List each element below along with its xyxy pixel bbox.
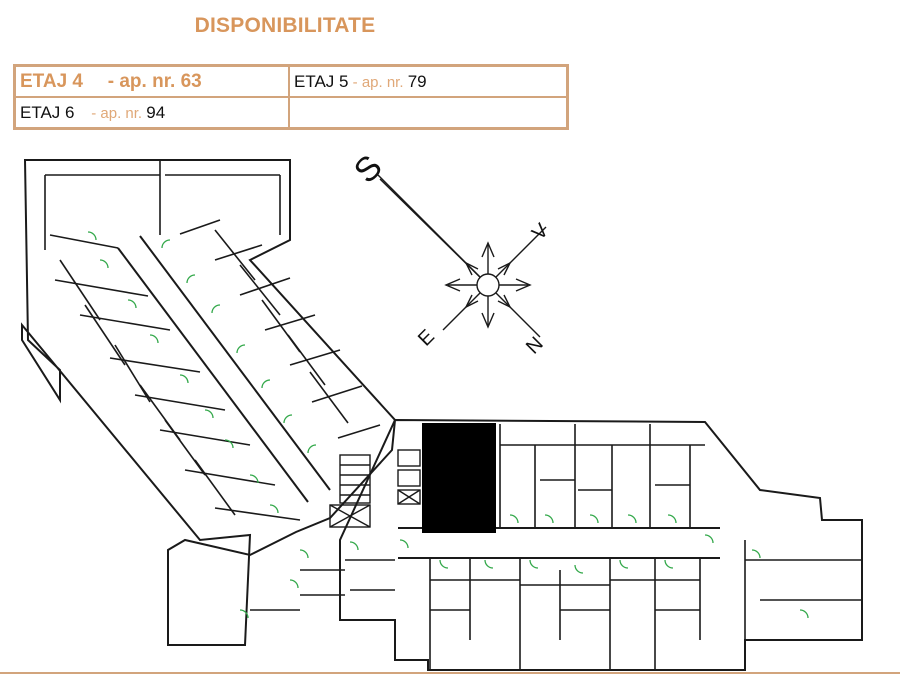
apartment-label: - ap. nr. 63 — [107, 70, 202, 92]
floor-label: ETAJ 5 — [294, 71, 349, 91]
door-swings — [87, 231, 809, 619]
compass-label-s: S — [347, 148, 390, 191]
floor-label: ETAJ 4 — [20, 70, 84, 92]
availability-cell-empty — [288, 96, 569, 130]
apartment-label: - ap. nr. — [348, 73, 408, 91]
apartment-label: - ap. nr. — [91, 104, 147, 122]
table-row: ETAJ 6 - ap. nr. 94 — [13, 96, 569, 130]
floor-label: ETAJ 6 — [20, 102, 75, 122]
availability-cell-etaj-4[interactable]: ETAJ 4 - ap. nr. 63 — [13, 64, 290, 98]
floor-plan-right-wing — [339, 418, 863, 671]
availability-cell-etaj-6[interactable]: ETAJ 6 - ap. nr. 94 — [13, 96, 290, 130]
apartment-number: 94 — [146, 102, 166, 122]
page-title: DISPONIBILITATE — [194, 14, 376, 37]
compass: S V E N — [347, 148, 554, 359]
availability-cell-etaj-5[interactable]: ETAJ 5 - ap. nr. 79 — [288, 64, 569, 98]
stair-core — [329, 449, 421, 528]
floor-plan: S V E N — [21, 148, 863, 671]
availability-table: ETAJ 4 - ap. nr. 63 ETAJ 5 - ap. nr. 79 … — [13, 64, 569, 130]
compass-label-n: N — [522, 333, 548, 359]
apartment-number: 79 — [407, 71, 427, 91]
floor-plan-left-wing — [21, 159, 397, 646]
compass-rose-icon — [377, 174, 547, 338]
highlighted-apartment — [422, 423, 496, 533]
table-row: ETAJ 4 - ap. nr. 63 ETAJ 5 - ap. nr. 79 — [13, 64, 569, 98]
divider — [0, 672, 900, 674]
compass-label-e: E — [414, 326, 439, 351]
